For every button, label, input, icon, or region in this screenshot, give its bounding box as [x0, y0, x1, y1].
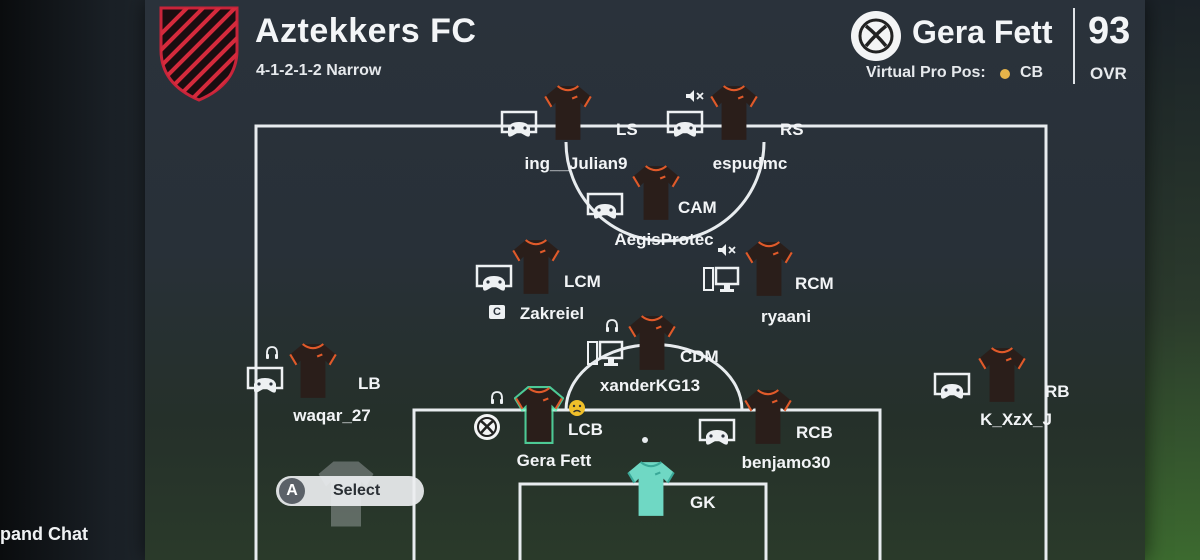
xbox-icon — [851, 11, 901, 61]
controller-icon — [500, 110, 538, 145]
position-label: RCM — [795, 274, 834, 293]
club-crest-icon — [159, 6, 239, 102]
select-button[interactable]: A Select — [276, 476, 424, 506]
player-name: Zakreiel — [519, 304, 585, 323]
divider — [1073, 8, 1075, 84]
headset-icon — [264, 345, 280, 366]
position-label: LCB — [568, 420, 603, 439]
player-shirt-icon[interactable] — [744, 240, 794, 303]
player-name: Gera Fett — [516, 451, 592, 470]
controller-icon — [698, 418, 736, 453]
captain-badge: C — [489, 305, 505, 319]
player-shirt-icon[interactable] — [977, 346, 1027, 409]
pc-icon — [702, 264, 740, 303]
position-dot-icon — [1000, 69, 1010, 79]
background-right — [1140, 0, 1200, 560]
player-name: benjamo30 — [741, 453, 831, 472]
club-name: Aztekkers FC — [255, 12, 477, 50]
headset-icon — [489, 390, 505, 411]
position-label: CAM — [678, 198, 717, 217]
virtual-pro-name: Gera Fett — [912, 14, 1053, 50]
ovr-label: OVR — [1090, 64, 1127, 83]
a-button-icon: A — [279, 478, 305, 504]
player-shirt-icon[interactable] — [543, 84, 593, 147]
position-label: LB — [358, 374, 381, 393]
select-label: Select — [333, 482, 381, 499]
virtual-pro-pos-value: CB — [1020, 64, 1044, 81]
controller-icon — [933, 372, 971, 407]
player-shirt-icon[interactable] — [631, 164, 681, 227]
player-shirt-icon[interactable] — [288, 342, 338, 405]
position-label: CDM — [680, 347, 719, 366]
position-label: RCB — [796, 423, 833, 442]
controller-icon — [475, 264, 513, 299]
muted-icon — [684, 88, 706, 109]
position-label: RB — [1045, 382, 1070, 401]
player-name: K_XzX_J — [980, 410, 1052, 429]
virtual-pro-ovr: 93 — [1088, 10, 1131, 52]
player-name: waqar_27 — [293, 406, 371, 425]
xbox-icon — [472, 412, 502, 447]
controller-icon — [586, 192, 624, 227]
expand-chat-button[interactable]: pand Chat — [0, 524, 88, 544]
player-name: AegisProtec — [614, 230, 714, 249]
player-shirt-icon[interactable] — [513, 386, 565, 449]
position-label: LS — [616, 120, 638, 139]
player-name: xanderKG13 — [599, 376, 701, 395]
player-name: ryaani — [760, 307, 812, 326]
background-left — [0, 0, 160, 560]
position-label: RS — [780, 120, 804, 139]
controller-icon — [666, 110, 704, 145]
muted-icon — [716, 242, 738, 263]
player-shirt-icon[interactable] — [743, 388, 793, 451]
pc-icon — [586, 338, 624, 377]
position-label: GK — [690, 493, 716, 512]
headset-icon — [604, 318, 620, 339]
formation-label: 4-1-2-1-2 Narrow — [256, 62, 382, 79]
player-shirt-icon[interactable] — [511, 238, 561, 301]
player-name: espudmc — [712, 154, 788, 173]
virtual-pro-pos-label: Virtual Pro Pos: — [866, 64, 986, 81]
sad-face-icon — [568, 399, 586, 422]
goalkeeper-shirt-icon[interactable] — [626, 460, 676, 523]
player-name: ing__Julian9 — [524, 154, 628, 173]
controller-icon — [246, 366, 284, 401]
position-label: LCM — [564, 272, 601, 291]
player-shirt-icon[interactable] — [709, 84, 759, 147]
player-shirt-icon[interactable] — [627, 314, 677, 377]
